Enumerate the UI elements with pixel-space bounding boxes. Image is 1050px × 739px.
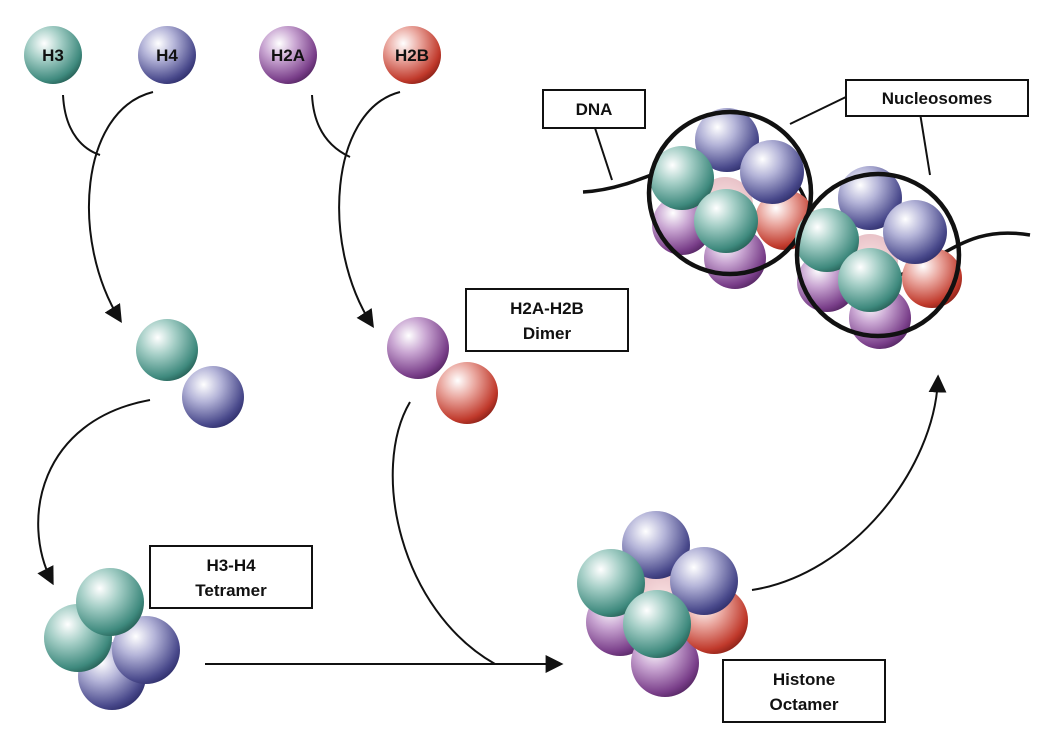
histone-h4-ball: H4 [138,26,196,84]
h2a-merge-line [311,94,351,158]
tetramer-label-line1: H3-H4 [206,556,256,575]
dimer-to-octamer-merge-line [391,401,496,665]
octamer-label-line2: Octamer [770,695,839,714]
nucleosomes-label: Nucleosomes [882,89,993,108]
dimer-label-line2: Dimer [523,324,572,343]
histone-octamer [577,511,748,697]
histone-h3-label: H3 [42,46,64,65]
dna-label: DNA [576,100,613,119]
h3-h4-tetramer [44,568,180,710]
histone-h2b-label: H2B [395,46,429,65]
dimer-label-line1: H2A-H2B [510,299,584,318]
octamer-to-nucleosomes-arrow [751,374,947,591]
h2a-h2b-dimer [387,317,498,424]
histone-h2a-ball: H2A [259,26,317,84]
nucleosome-left [646,108,815,289]
histone-h4-label: H4 [156,46,178,65]
histone-h3-ball: H3 [24,26,82,84]
tetramer-label-line2: Tetramer [195,581,267,600]
h3-h4-tetramer-label-box: H3-H4 Tetramer [149,545,313,609]
nucleosomes-label-box: Nucleosomes [845,79,1029,117]
h3-h4-to-dimer-arrow [88,91,154,324]
nucleosome-right-ring [794,171,962,339]
nucleosome-right [794,166,962,349]
histone-octamer-label-box: Histone Octamer [722,659,886,723]
h2a-h2b-dimer-label-box: H2A-H2B Dimer [465,288,629,352]
histone-h2a-label: H2A [271,46,305,65]
dna-leader-line [594,127,613,181]
nucleosomes-leader-left [789,95,849,125]
dimer-to-tetramer-arrow [37,399,151,586]
h2a-h2b-to-dimer-arrow [338,91,401,329]
nucleosomes-leader-right [919,112,931,176]
dna-label-box: DNA [542,89,646,129]
h3-merge-line [62,94,101,156]
h3-h4-dimer [136,319,244,428]
nucleosomes-cluster [582,95,1031,349]
nucleosome-left-ring [646,109,814,277]
octamer-label-line1: Histone [773,670,835,689]
histone-h2b-ball: H2B [383,26,441,84]
